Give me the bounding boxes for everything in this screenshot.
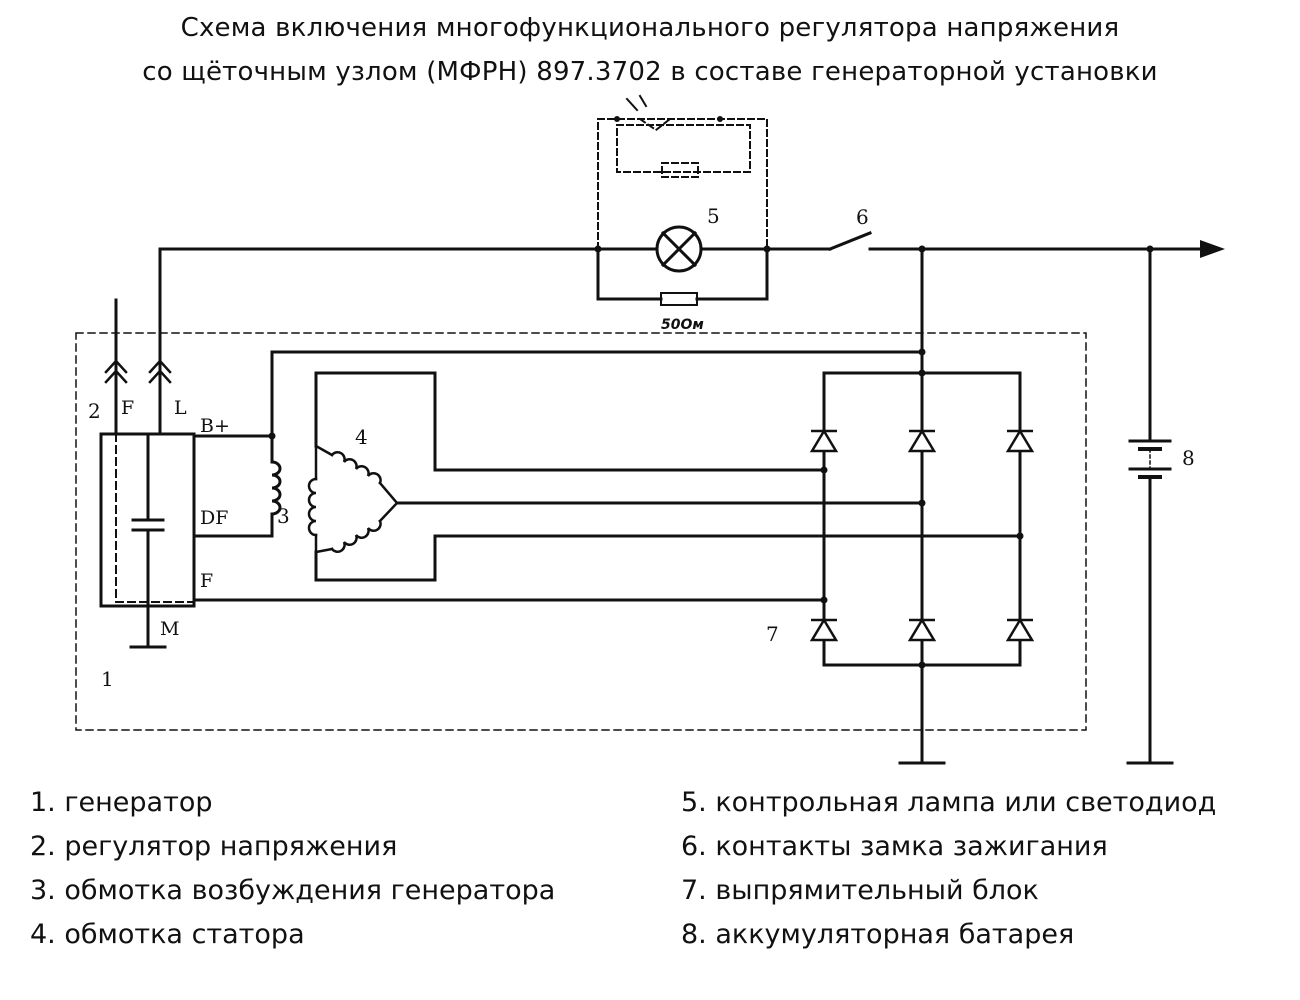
junction-dot — [763, 245, 771, 253]
terminal-label-f-top: F — [121, 397, 134, 419]
terminal-label-l-top: L — [174, 397, 187, 419]
legend-item: 1. генератор — [30, 787, 213, 818]
led-icon — [625, 94, 648, 112]
junction-dot — [918, 499, 926, 507]
junction-dot — [918, 661, 926, 669]
diode-icon — [809, 428, 839, 453]
stator-phase-3-wire — [314, 534, 1022, 582]
ignition-switch-contact — [828, 231, 872, 251]
junction-dot — [614, 116, 620, 122]
diagram-title-line-2: со щёточным узлом (МФРН) 897.3702 в сост… — [142, 57, 1158, 87]
legend-item: 2. регулятор напряжения — [30, 831, 398, 862]
legend-right-column: 5. контрольная лампа или светодиод 6. ко… — [681, 781, 1216, 957]
diode-icon — [809, 617, 839, 642]
legend-item: 4. обмотка статора — [30, 919, 305, 950]
junction-dot — [820, 466, 828, 474]
junction-dot — [918, 348, 926, 356]
led-alternative-circuit — [597, 117, 768, 250]
field-winding-icon — [270, 460, 282, 516]
regulator-internal-dashed — [115, 433, 195, 603]
control-lamp-icon — [655, 225, 703, 273]
diode-icon — [907, 428, 937, 453]
stator-phase-1-wire — [314, 371, 826, 472]
resistor-value-label: 50Ом — [661, 317, 704, 333]
resistor-bypass-wire — [596, 247, 663, 301]
b-plus-internal-wire — [192, 350, 924, 438]
junction-dot — [268, 432, 276, 440]
label-number-2: 2 — [88, 399, 101, 423]
field-winding-lead-bottom — [192, 512, 274, 538]
label-number-5: 5 — [707, 204, 720, 228]
label-number-8: 8 — [1182, 446, 1195, 470]
output-arrow-icon — [1200, 240, 1225, 258]
stator-winding-icon — [307, 444, 399, 554]
resistor-icon — [660, 292, 698, 306]
junction-dot — [918, 245, 926, 253]
diode-icon — [907, 617, 937, 642]
diode-icon — [1005, 617, 1035, 642]
legend-item: 6. контакты замка зажигания — [681, 831, 1108, 862]
terminal-label-b-plus: B+ — [200, 415, 230, 437]
connector-arrow-f — [104, 359, 128, 384]
legend-item: 7. выпрямительный блок — [681, 875, 1039, 906]
resistor-bypass-wire-right — [695, 247, 769, 301]
junction-dot — [918, 369, 926, 377]
legend-item: 5. контрольная лампа или светодиод — [681, 787, 1217, 818]
label-number-6: 6 — [856, 205, 869, 229]
battery-icon — [1128, 439, 1172, 479]
junction-dot — [1146, 245, 1154, 253]
terminal-label-f: F — [200, 570, 213, 592]
legend-item: 3. обмотка возбуждения генератора — [30, 875, 556, 906]
generator-enclosure — [75, 332, 1087, 731]
diagram-title-line-1: Схема включения многофункционального рег… — [180, 13, 1120, 43]
l-terminal-wire — [158, 247, 600, 352]
label-number-4: 4 — [355, 425, 368, 449]
legend-item: 8. аккумуляторная батарея — [681, 919, 1075, 950]
label-number-3: 3 — [277, 504, 290, 528]
junction-dot — [1016, 532, 1024, 540]
junction-dot — [717, 116, 723, 122]
junction-dot — [820, 596, 828, 604]
label-number-1: 1 — [101, 667, 114, 691]
terminal-label-df: DF — [200, 507, 228, 529]
terminal-label-m: M — [160, 618, 179, 640]
label-number-7: 7 — [766, 622, 779, 646]
junction-dot — [594, 245, 602, 253]
diode-icon — [1005, 428, 1035, 453]
connector-arrow-l — [148, 359, 172, 384]
legend-left-column: 1. генератор 2. регулятор напряжения 3. … — [30, 781, 555, 957]
regulator-capacitor-wire-top — [146, 348, 162, 522]
